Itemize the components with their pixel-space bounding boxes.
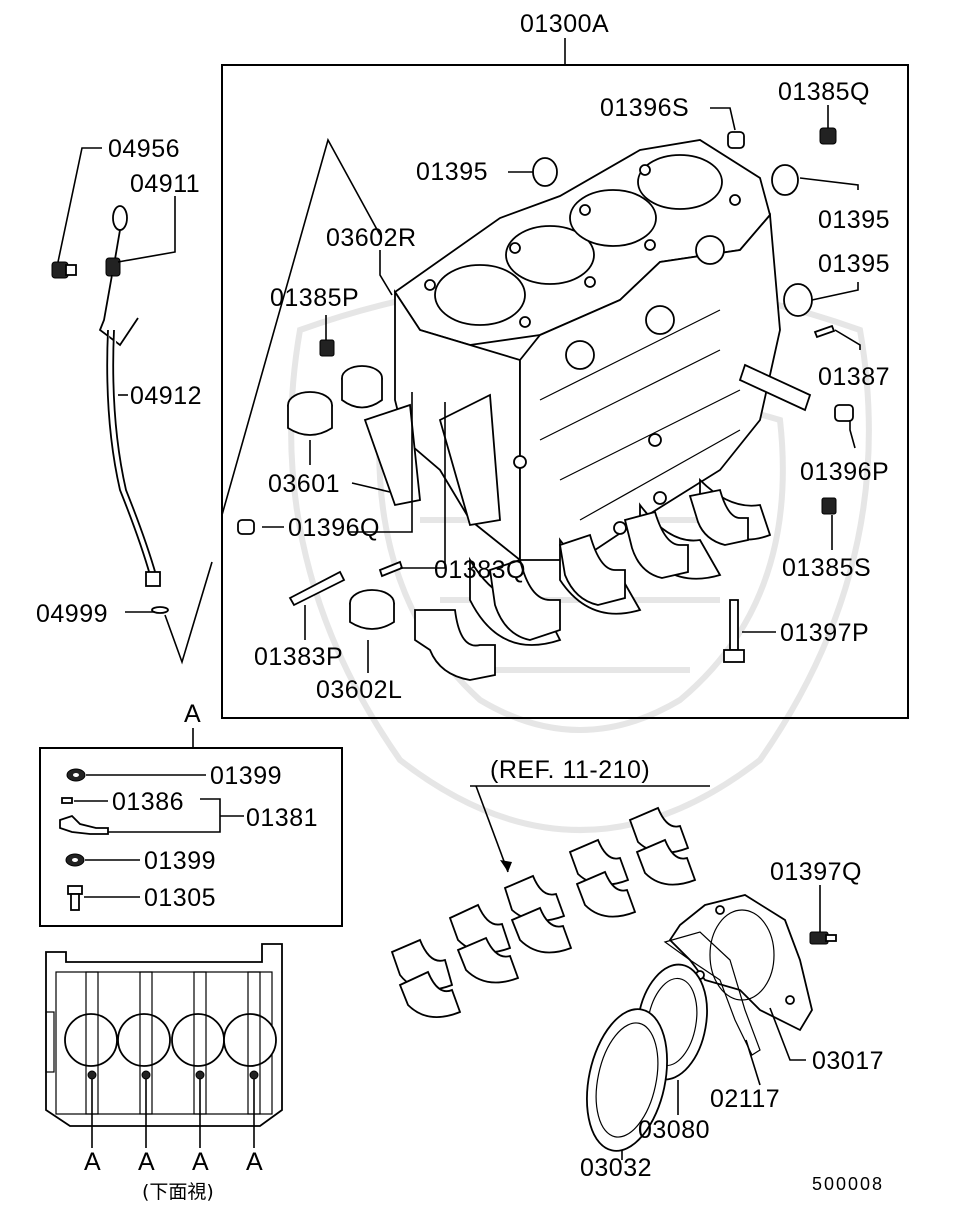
label-01395-a[interactable]: 01395 — [416, 158, 488, 186]
label-03601[interactable]: 03601 — [268, 470, 340, 498]
label-02117[interactable]: 02117 — [710, 1085, 780, 1113]
detail-a-frame — [39, 747, 343, 927]
label-03602R[interactable]: 03602R — [326, 224, 417, 252]
rear-labels: 01397Q 03017 02117 03080 03032 — [580, 858, 884, 1182]
detail-a-parts[interactable] — [59, 768, 244, 911]
label-04956[interactable]: 04956 — [108, 135, 180, 163]
detail-a-labels: 01399 01386 01381 01399 01305 — [112, 762, 318, 912]
dipstick-assembly[interactable] — [51, 205, 169, 614]
main-assembly-label[interactable]: 01300A — [520, 10, 609, 38]
label-01395-b[interactable]: 01395 — [818, 206, 890, 234]
bottom-marker-a-4: A — [246, 1148, 263, 1176]
bottom-marker-a-3: A — [192, 1148, 209, 1176]
label-03080[interactable]: 03080 — [638, 1116, 710, 1144]
label-01387[interactable]: 01387 — [818, 363, 890, 391]
reference-note: (REF. 11-210) — [490, 756, 650, 784]
label-01383Q[interactable]: 01383Q — [434, 556, 526, 584]
label-01381[interactable]: 01381 — [246, 804, 318, 832]
label-01397P[interactable]: 01397P — [780, 619, 869, 647]
label-03032[interactable]: 03032 — [580, 1154, 652, 1182]
cylinder-block[interactable] — [363, 139, 812, 646]
label-01383P[interactable]: 01383P — [254, 643, 343, 671]
label-04999[interactable]: 04999 — [36, 600, 108, 628]
label-01396Q[interactable]: 01396Q — [288, 514, 380, 542]
frame-labels: 04956 04911 04912 04999 03602R 01385P 03… — [36, 78, 890, 704]
label-01396S[interactable]: 01396S — [600, 94, 689, 122]
dipstick-leaders — [57, 137, 381, 665]
label-03602L[interactable]: 03602L — [316, 676, 402, 704]
label-01397Q[interactable]: 01397Q — [770, 858, 862, 886]
figure-number: 500008 — [812, 1174, 884, 1194]
frame-leaders — [262, 105, 861, 673]
label-01395-c[interactable]: 01395 — [818, 250, 890, 278]
bottom-view-markers: A A A A — [84, 1148, 263, 1176]
bottom-marker-a-2: A — [138, 1148, 155, 1176]
inner-parts[interactable] — [237, 127, 854, 663]
label-03017[interactable]: 03017 — [812, 1047, 884, 1075]
section-a-label: A — [184, 700, 201, 728]
label-01385S[interactable]: 01385S — [782, 554, 871, 582]
bottom-marker-a-1: A — [84, 1148, 101, 1176]
bearing-caps[interactable] — [414, 488, 749, 681]
label-04912[interactable]: 04912 — [130, 382, 202, 410]
main-bearing-shells[interactable] — [390, 806, 697, 1019]
label-01385P[interactable]: 01385P — [270, 284, 359, 312]
rear-leaders — [621, 885, 821, 1160]
label-01305[interactable]: 01305 — [144, 884, 216, 912]
label-01396P[interactable]: 01396P — [800, 458, 889, 486]
label-01399-a[interactable]: 01399 — [210, 762, 282, 790]
rear-oil-seal-case[interactable] — [575, 894, 837, 1158]
label-01386[interactable]: 01386 — [112, 788, 184, 816]
block-bottom-view[interactable] — [45, 943, 283, 1148]
bottom-view-caption: (下面視) — [142, 1181, 214, 1203]
label-01385Q[interactable]: 01385Q — [778, 78, 870, 106]
label-04911[interactable]: 04911 — [130, 170, 200, 198]
label-01399-b[interactable]: 01399 — [144, 847, 216, 875]
